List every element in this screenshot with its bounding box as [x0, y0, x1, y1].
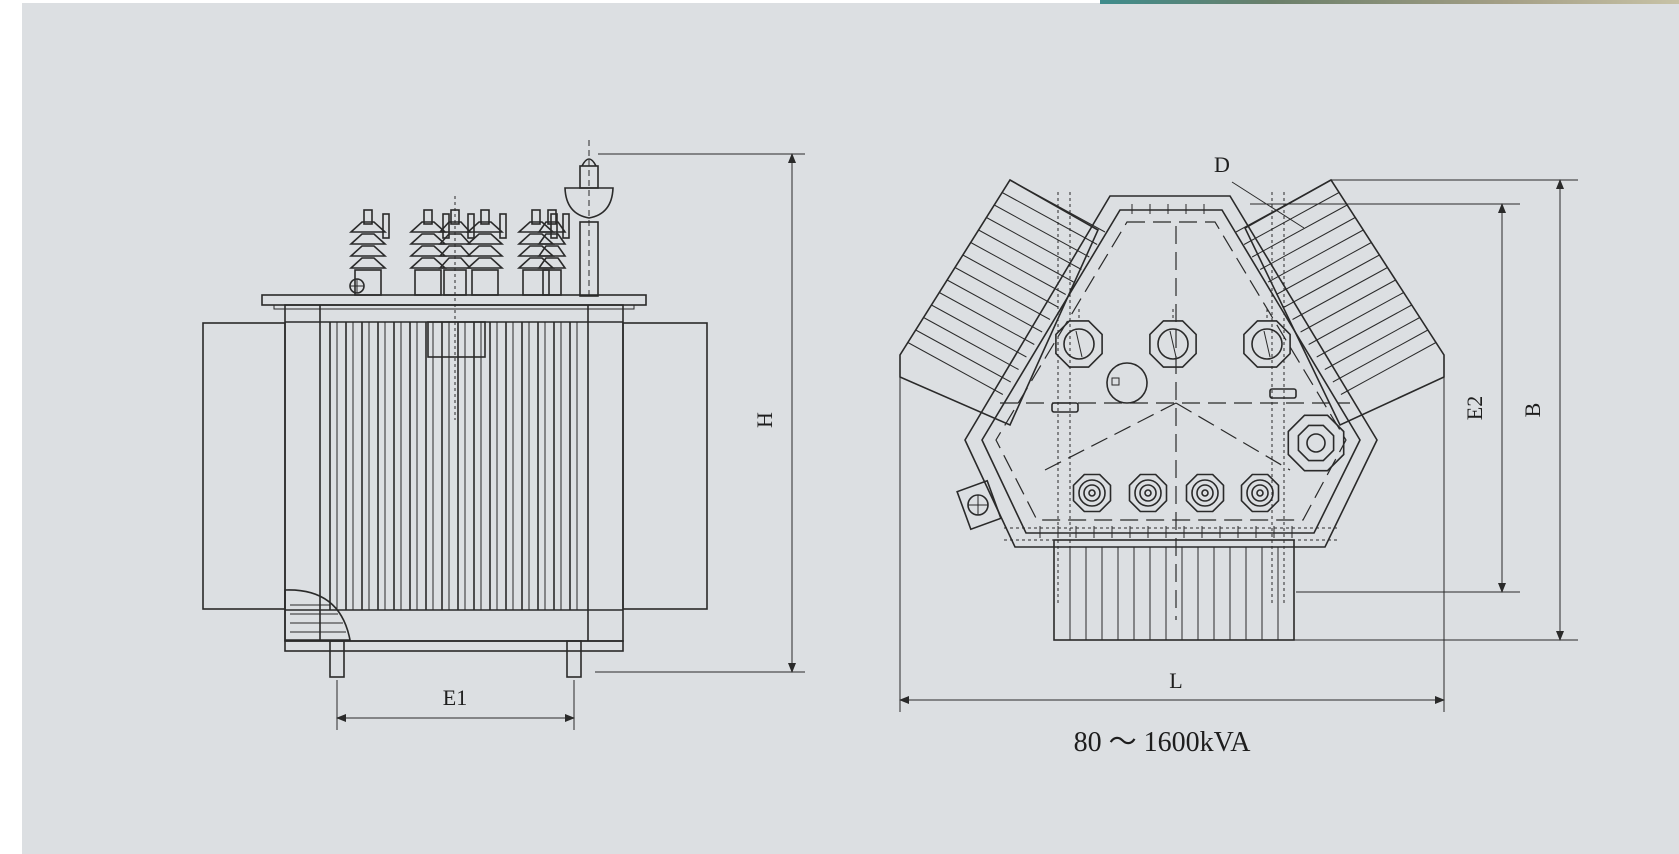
label-b: B	[1520, 403, 1545, 418]
name-plate	[427, 321, 486, 358]
radiator-group-bottom	[1053, 539, 1295, 641]
lv-bushings	[1072, 473, 1280, 513]
front-view: H E1	[202, 140, 805, 730]
pressure-relief-valve	[1106, 362, 1148, 404]
hv-bushings	[1055, 309, 1345, 472]
label-e2: E2	[1462, 396, 1487, 420]
leg-right	[566, 640, 582, 678]
radiator-group-left	[899, 178, 1106, 427]
label-h: H	[752, 412, 777, 428]
base-frame	[284, 640, 624, 652]
tank-outline-outer	[964, 195, 1378, 548]
label-e1: E1	[443, 685, 467, 710]
capacity-caption: 80 ～ 1600kVA	[1074, 727, 1252, 758]
photo-strip	[1100, 0, 1679, 4]
drawing-panel	[22, 3, 1679, 854]
tap-changer	[956, 479, 1002, 531]
label-d: D	[1214, 152, 1230, 177]
tank-fins	[329, 322, 578, 610]
thermometer-left	[1051, 402, 1079, 413]
oil-conservator	[564, 140, 614, 297]
radiator-group-right	[1235, 178, 1445, 427]
tank-outline-inner	[981, 209, 1361, 534]
plan-view: D E2 B L 80 ～ 1600kVA	[899, 152, 1578, 758]
tank-cover-edge	[995, 221, 1347, 521]
bushings	[348, 209, 570, 296]
tank-body	[284, 304, 624, 642]
leader-d	[1231, 181, 1305, 229]
oil-cutaway	[284, 589, 351, 641]
radiator-right	[622, 322, 708, 610]
thermometer-right	[1269, 388, 1297, 399]
leg-left	[329, 640, 345, 678]
label-l: L	[1169, 668, 1182, 693]
radiator-left	[202, 322, 286, 610]
